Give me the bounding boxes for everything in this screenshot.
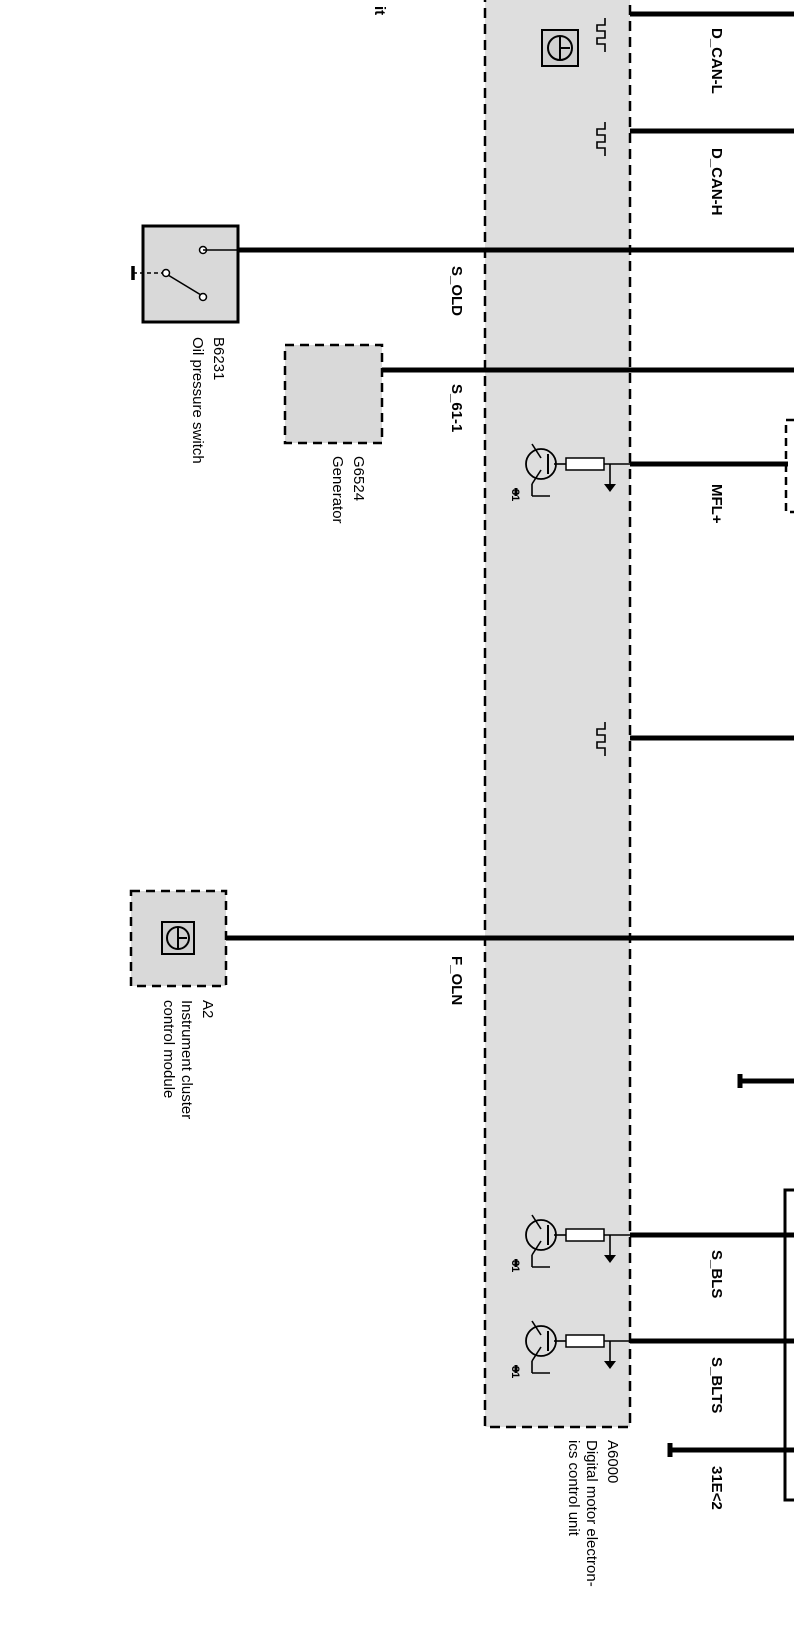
signal-label-s-blts: S_BLTS [708,1357,725,1413]
transistor-mfl [514,443,630,497]
transistor-ground-label: 31 [509,489,521,501]
component-name-dme-line2: ics control unit [565,1440,582,1537]
signal-label-d-can-h: D_CAN-H [708,148,725,216]
signal-label-d-can-l: D_CAN-L [708,28,725,94]
signal-label-mfl-plus: MFL+ [708,484,725,524]
generator-box [283,343,384,445]
signal-label-s-bls: S_BLS [708,1250,725,1298]
cut-off-text: it [371,6,388,15]
component-id-a2: A2 [199,1000,216,1018]
right-connector-partial-bottom [783,1188,794,1502]
transistor-ground-label: 31 [509,1366,521,1378]
component-name-oil-pressure-switch: Oil pressure switch [189,337,206,464]
signal-label-s-old: S_OLD [448,266,465,316]
component-id-g6524: G6524 [350,456,367,501]
transistor-ground-label: 31 [509,1260,521,1272]
instrument-cluster-box [129,889,228,988]
pulse-signal-icon [596,122,606,156]
component-name-instrument-cluster-line1: Instrument cluster [178,1000,195,1119]
oil-pressure-switch [131,224,240,324]
component-name-instrument-cluster-line2: control module [160,1000,177,1098]
pulse-signal-icon [596,18,606,52]
gauge-icon [161,921,195,955]
dme-control-unit-box [483,0,632,1429]
component-name-generator: Generator [329,456,346,524]
component-id-b6231: B6231 [210,337,227,380]
signal-label-f-oln: F_OLN [448,956,465,1005]
pulse-signal-icon [596,722,606,756]
gauge-icon [541,29,579,67]
right-connector-partial-top [784,418,794,514]
component-id-a6000: A6000 [604,1440,621,1483]
transistor-s-bls [514,1214,630,1268]
signal-label-s-61-1: S_61-1 [448,384,465,432]
component-name-dme-line1: Digital motor electron- [583,1440,600,1587]
transistor-s-blts [514,1320,630,1374]
signal-label-31e-2: 31E<2 [708,1466,725,1510]
